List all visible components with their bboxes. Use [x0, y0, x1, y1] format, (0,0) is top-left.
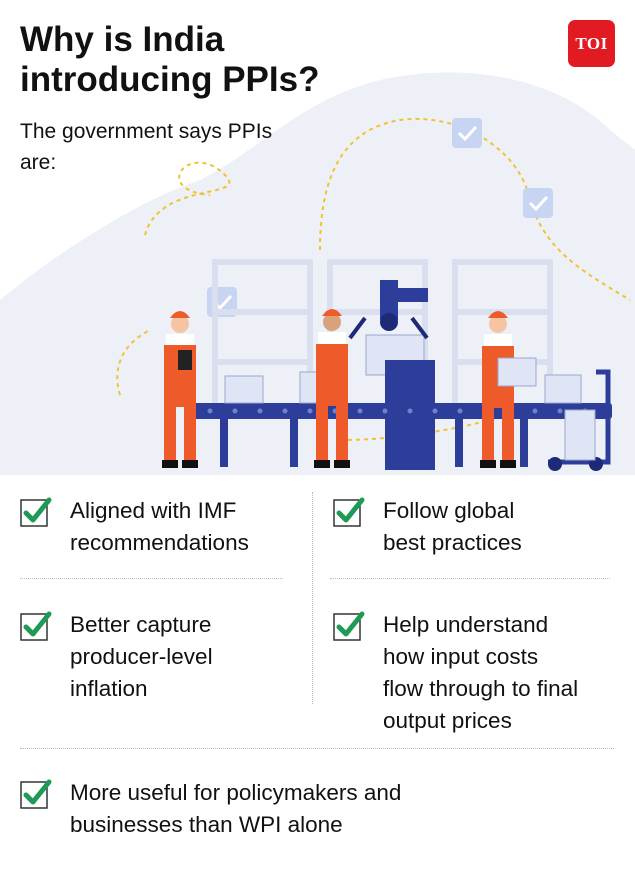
- toi-logo: TOI: [568, 20, 615, 67]
- floating-check-icon: [523, 188, 553, 218]
- worker-figure: [314, 309, 350, 468]
- divider: [20, 748, 614, 749]
- hero-illustration: [0, 72, 635, 475]
- worker-figure: [162, 311, 198, 468]
- point-item: Help understand how input costs flow thr…: [333, 609, 628, 741]
- point-item: Aligned with IMF recommendations: [20, 495, 310, 565]
- worker-figure: [480, 311, 537, 468]
- check-icon: [20, 611, 52, 641]
- point-item: More useful for policymakers and busines…: [20, 777, 610, 847]
- point-text: Aligned with IMF recommendations: [70, 498, 249, 555]
- page-subtitle: The government says PPIs are:: [20, 120, 273, 174]
- check-icon: [20, 779, 52, 809]
- point-text: More useful for policymakers and busines…: [70, 780, 402, 837]
- divider: [330, 578, 610, 579]
- point-item: Follow global best practices: [333, 495, 623, 565]
- point-text: Follow global best practices: [383, 498, 522, 555]
- point-text: Better capture producer-level inflation: [70, 612, 213, 701]
- factory-illustration: [0, 72, 635, 475]
- floating-check-icon: [452, 118, 482, 148]
- divider: [312, 492, 313, 704]
- check-icon: [333, 611, 365, 641]
- check-icon: [333, 497, 365, 527]
- point-text: Help understand how input costs flow thr…: [383, 612, 579, 733]
- divider: [20, 578, 283, 579]
- check-icon: [20, 497, 52, 527]
- point-item: Better capture producer-level inflation: [20, 609, 310, 709]
- page-title: Why is India introducing PPIs?: [20, 20, 320, 99]
